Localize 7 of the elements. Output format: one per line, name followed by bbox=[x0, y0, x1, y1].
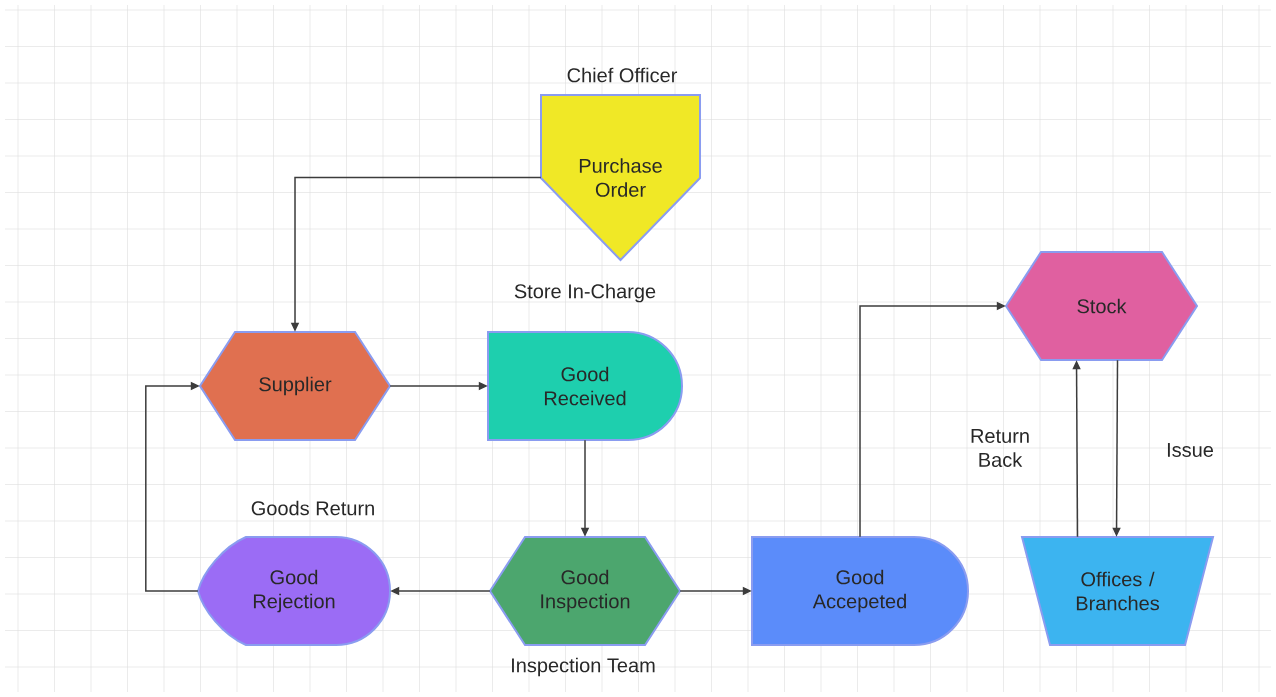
role-label: Chief Officer bbox=[567, 67, 678, 83]
edge-label: Return Back bbox=[971, 429, 1029, 467]
connector-pentagon: Purchase Order bbox=[540, 94, 701, 262]
edge-label: Issue bbox=[1167, 443, 1213, 457]
role-label: Goods Return bbox=[251, 500, 374, 516]
role-label: Store In-Charge bbox=[514, 283, 656, 303]
role-label: Inspection Team bbox=[512, 657, 655, 677]
